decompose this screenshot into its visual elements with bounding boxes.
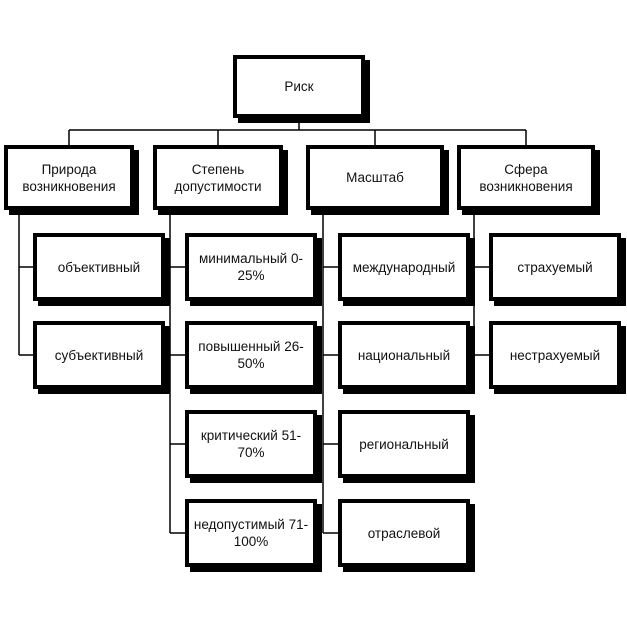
category-node-degree: Степень допустимости bbox=[153, 145, 283, 210]
child-node-unacceptable: недопустимый 71-100% bbox=[185, 499, 317, 567]
child-label: отраслевой bbox=[367, 525, 441, 541]
child-node-insurable: страхуемый bbox=[489, 233, 621, 301]
child-node-objective: объективный bbox=[33, 233, 165, 301]
child-label: национальный bbox=[357, 347, 451, 363]
child-label: субъективный bbox=[54, 347, 144, 363]
root-node-label: Риск bbox=[284, 79, 314, 94]
child-label: страхуемый bbox=[517, 259, 593, 275]
child-node-elevated: повышенный 26-50% bbox=[185, 321, 317, 389]
category-label-scale: Масштаб bbox=[346, 170, 404, 185]
child-node-sectoral: отраслевой bbox=[338, 499, 470, 567]
child-label: критический 51-70% bbox=[200, 428, 302, 460]
child-node-minimal: минимальный 0-25% bbox=[185, 233, 317, 301]
child-node-national: национальный bbox=[338, 321, 470, 389]
category-node-sphere: Сфера возникновения bbox=[457, 145, 595, 210]
child-label: минимальный 0-25% bbox=[199, 251, 303, 283]
child-label: объективный bbox=[57, 259, 141, 275]
child-label: нестрахуемый bbox=[509, 347, 601, 363]
category-node-scale: Масштаб bbox=[306, 145, 444, 210]
child-node-international: международный bbox=[338, 233, 470, 301]
child-node-uninsurable: нестрахуемый bbox=[489, 321, 621, 389]
category-label-sphere: Сфера возникновения bbox=[479, 161, 573, 194]
child-node-regional: региональный bbox=[338, 410, 470, 478]
child-label: международный bbox=[352, 259, 456, 275]
child-node-critical: критический 51-70% bbox=[185, 410, 317, 478]
root-node-risk: Риск bbox=[233, 55, 365, 118]
category-label-degree: Степень допустимости bbox=[174, 161, 262, 194]
child-label: региональный bbox=[359, 436, 449, 452]
child-node-subjective: субъективный bbox=[33, 321, 165, 389]
category-label-nature: Природа возникновения bbox=[22, 161, 116, 194]
category-node-nature: Природа возникновения bbox=[4, 145, 134, 210]
child-label: недопустимый 71-100% bbox=[193, 517, 309, 549]
child-label: повышенный 26-50% bbox=[198, 339, 304, 371]
